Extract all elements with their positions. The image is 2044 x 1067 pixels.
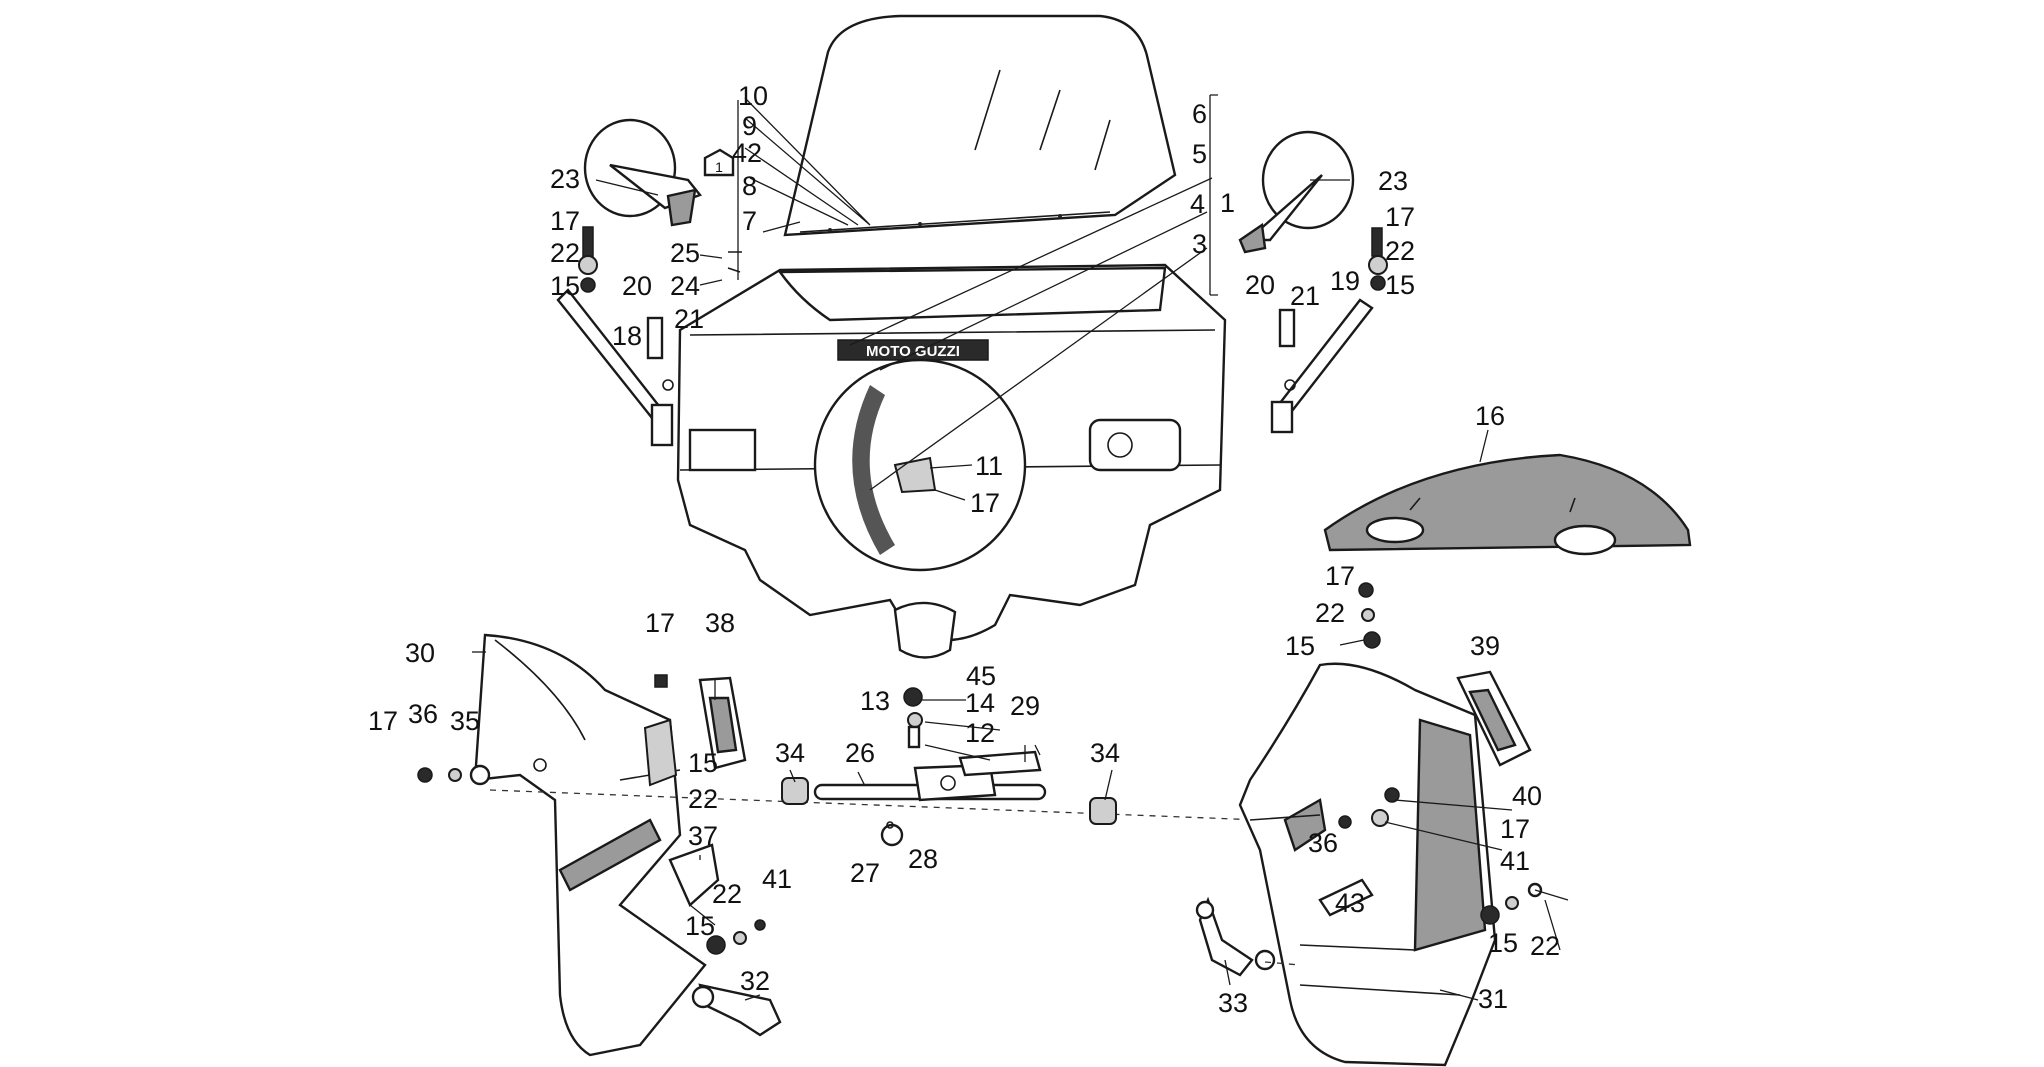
side-fairing-right — [1238, 662, 1497, 1067]
windscreen — [783, 14, 1177, 237]
label-34-left: 34 — [775, 738, 805, 768]
label-21-right: 21 — [1290, 281, 1320, 311]
label-10: 10 — [738, 81, 768, 111]
bracket-38 — [698, 676, 747, 770]
label-1: 1 — [1220, 188, 1235, 218]
label-21-left: 21 — [674, 304, 704, 334]
label-12: 12 — [965, 718, 995, 748]
label-26: 26 — [845, 738, 875, 768]
mirror-left — [583, 118, 702, 227]
label-37: 37 — [688, 821, 718, 851]
label-39: 39 — [1470, 631, 1500, 661]
label-18: 18 — [612, 321, 642, 351]
label-20-right: 20 — [1245, 270, 1275, 300]
label-22-f: 22 — [1315, 598, 1345, 628]
label-19: 19 — [1330, 266, 1360, 296]
left-hardware — [417, 674, 766, 955]
label-38: 38 — [705, 608, 735, 638]
label-15-c: 15 — [688, 748, 718, 778]
label-31: 31 — [1478, 984, 1508, 1014]
label-43: 43 — [1335, 888, 1365, 918]
label-41-right: 41 — [1500, 846, 1530, 876]
label-29: 29 — [1010, 691, 1040, 721]
label-3: 3 — [1192, 229, 1207, 259]
label-45: 45 — [966, 661, 996, 691]
bracket-37 — [668, 843, 720, 907]
label-20-left: 20 — [622, 271, 652, 301]
mirror-right — [1238, 130, 1355, 254]
label-15-f: 15 — [1488, 928, 1518, 958]
upper-fairing: MOTO GUZZI — [676, 263, 1227, 659]
label-36-left: 36 — [408, 699, 438, 729]
label-15-d: 15 — [685, 911, 715, 941]
label-17-g: 17 — [1500, 814, 1530, 844]
label-17-f: 17 — [1325, 561, 1355, 591]
label-11: 11 — [975, 451, 1003, 481]
leader-lines — [472, 94, 1569, 1001]
label-33: 33 — [1218, 988, 1248, 1018]
label-13: 13 — [860, 686, 890, 716]
label-28: 28 — [908, 844, 938, 874]
svg-text:1: 1 — [715, 159, 723, 175]
mirror-arm-right — [1270, 227, 1388, 434]
bracket-33 — [1195, 896, 1301, 977]
brand-strip: MOTO GUZZI — [866, 343, 960, 360]
label-15-e: 15 — [1285, 631, 1315, 661]
label-17-b: 17 — [1385, 202, 1415, 232]
label-22-a: 22 — [550, 238, 580, 268]
label-41-left: 41 — [762, 864, 792, 894]
label-34-right: 34 — [1090, 738, 1120, 768]
label-22-g: 22 — [1530, 931, 1560, 961]
bracket-32 — [691, 983, 782, 1037]
label-16: 16 — [1475, 401, 1505, 431]
bracket-39 — [1456, 670, 1532, 767]
foam-pad — [1323, 453, 1692, 556]
label-25: 25 — [670, 238, 700, 268]
label-4: 4 — [1190, 189, 1205, 219]
right-hardware — [1338, 582, 1543, 925]
label-17-e: 17 — [368, 706, 398, 736]
label-24: 24 — [670, 271, 700, 301]
label-32: 32 — [740, 966, 770, 996]
label-23-left: 23 — [550, 164, 580, 194]
label-27: 27 — [850, 858, 880, 888]
callout-labels: 10 9 42 8 7 6 5 4 1 3 23 17 22 15 25 24 … — [368, 81, 1560, 1018]
label-36-right: 36 — [1308, 828, 1338, 858]
label-15-b: 15 — [1385, 270, 1415, 300]
label-7: 7 — [742, 206, 757, 236]
bracket-43 — [1318, 878, 1374, 917]
label-17-d: 17 — [645, 608, 675, 638]
assembly-badge: 1 — [703, 148, 735, 177]
side-fairing-left — [473, 633, 707, 1057]
label-17-a: 17 — [550, 206, 580, 236]
label-22-c: 22 — [688, 784, 718, 814]
label-23-right: 23 — [1378, 166, 1408, 196]
label-5: 5 — [1192, 139, 1207, 169]
label-22-b: 22 — [1385, 236, 1415, 266]
label-30: 30 — [405, 638, 435, 668]
label-14: 14 — [965, 688, 995, 718]
label-6: 6 — [1192, 99, 1207, 129]
label-22-d: 22 — [712, 879, 742, 909]
label-40: 40 — [1512, 781, 1542, 811]
label-42: 42 — [732, 138, 762, 168]
label-17-c: 17 — [970, 488, 1000, 518]
label-35: 35 — [450, 706, 480, 736]
label-9: 9 — [742, 111, 757, 141]
mirror-arm-left — [556, 226, 742, 447]
label-8: 8 — [742, 171, 757, 201]
label-15-a: 15 — [550, 271, 580, 301]
